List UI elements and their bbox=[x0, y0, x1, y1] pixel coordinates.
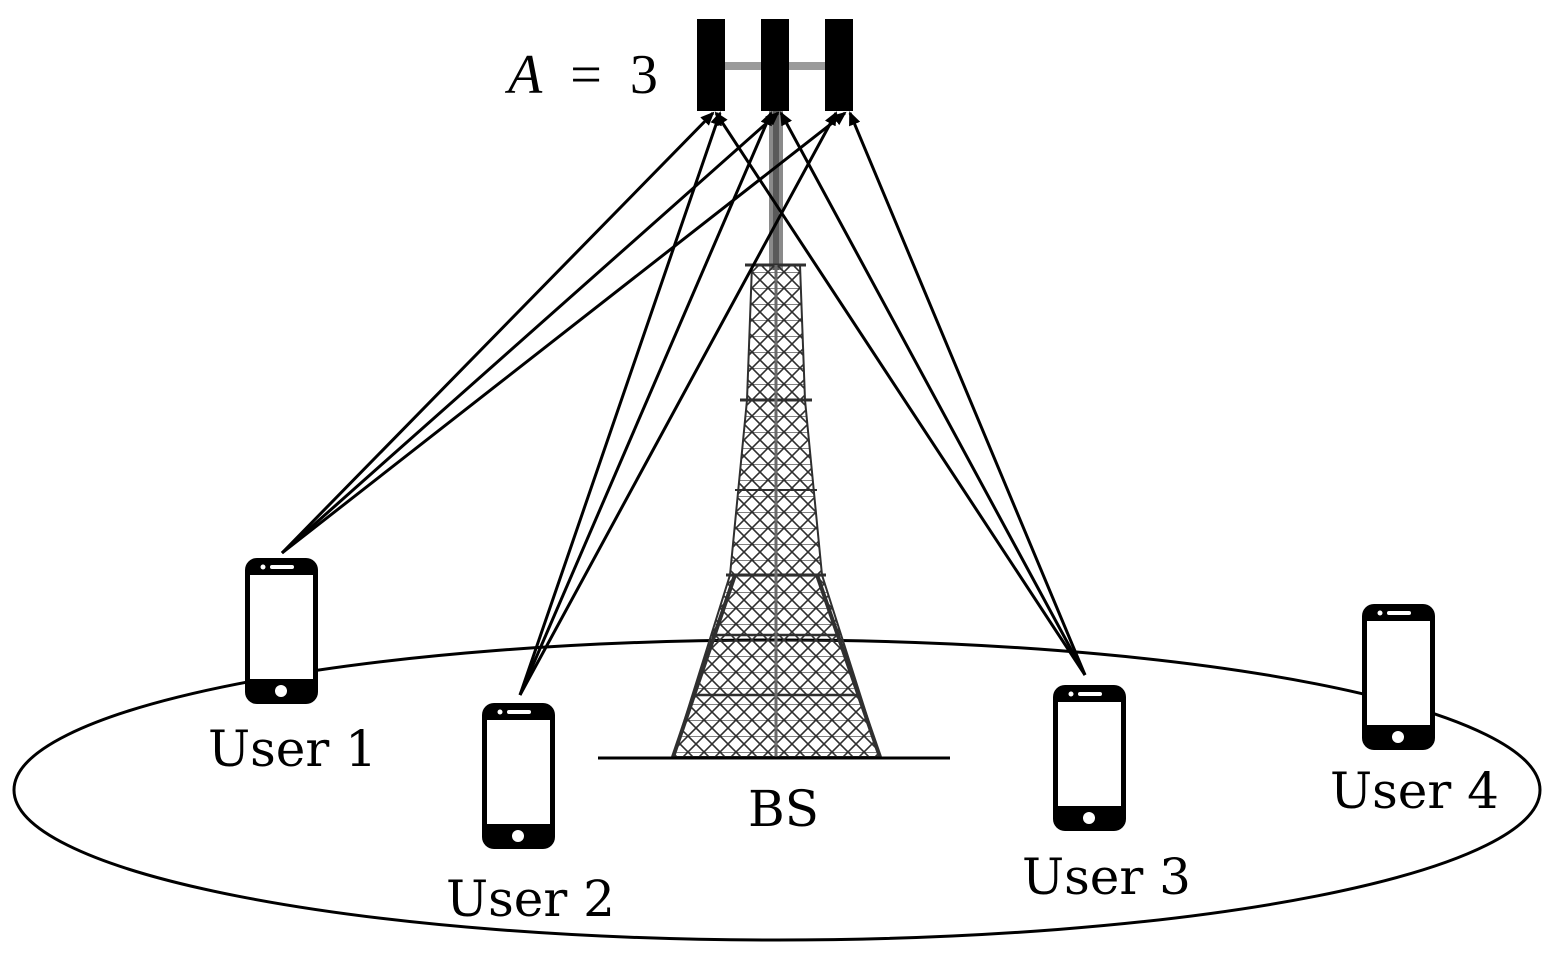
link-user2-antenna1 bbox=[518, 111, 722, 696]
antenna-2 bbox=[761, 19, 789, 111]
link-user1-antenna1 bbox=[280, 111, 715, 555]
link-user3-antenna2 bbox=[779, 111, 1087, 676]
base-station-tower bbox=[671, 60, 882, 758]
antenna-array bbox=[697, 19, 853, 111]
antenna-count-label: A = 3 bbox=[504, 44, 658, 106]
link-user3-antenna3 bbox=[848, 111, 1087, 676]
user2-phone-icon bbox=[482, 703, 555, 849]
user1-phone-icon bbox=[245, 558, 318, 704]
user2-label: User 2 bbox=[446, 870, 615, 928]
link-user2-antenna3 bbox=[518, 111, 838, 696]
link-user1-antenna3 bbox=[281, 111, 847, 555]
user3-label: User 3 bbox=[1022, 848, 1191, 906]
link-user2-antenna2 bbox=[518, 111, 773, 696]
user4-label: User 4 bbox=[1330, 762, 1499, 820]
user1-label: User 1 bbox=[208, 720, 377, 778]
link-user1-antenna2 bbox=[281, 111, 780, 555]
antenna-count-op: = bbox=[570, 44, 602, 106]
bs-label: BS bbox=[748, 780, 819, 838]
antenna-count-value: 3 bbox=[630, 44, 658, 106]
user4-phone-icon bbox=[1362, 604, 1435, 750]
uplink-arrows bbox=[280, 111, 1087, 696]
user3-phone-icon bbox=[1053, 685, 1126, 831]
antenna-3 bbox=[825, 19, 853, 111]
antenna-count-var: A bbox=[504, 44, 543, 106]
antenna-1 bbox=[697, 19, 725, 111]
link-user3-antenna1 bbox=[714, 111, 1087, 676]
